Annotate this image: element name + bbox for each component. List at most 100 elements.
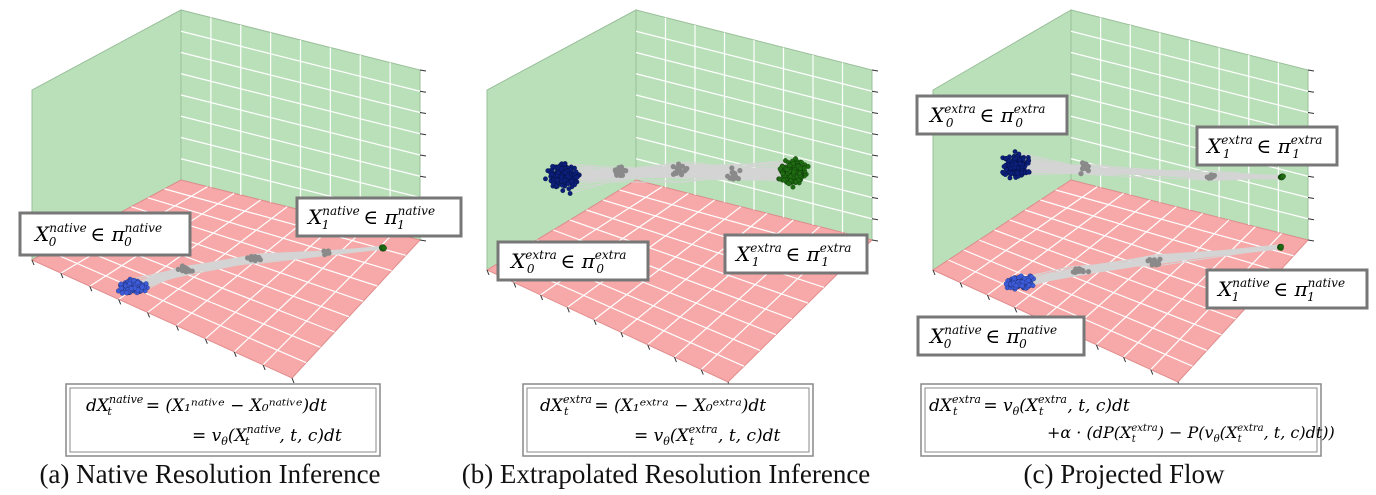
source-point [1001, 163, 1007, 170]
source-point [574, 174, 580, 180]
flow-line [577, 169, 800, 184]
source-point [554, 177, 560, 183]
target-point [790, 161, 796, 167]
gridline [262, 232, 394, 366]
target-point [784, 166, 790, 173]
tick [932, 269, 936, 276]
target-point [791, 169, 797, 175]
panel-c-scatter [1000, 149, 1287, 292]
gridline [994, 229, 1236, 320]
source-point [1020, 156, 1026, 162]
gridline [164, 188, 406, 256]
source-point [1026, 169, 1032, 175]
intermediate-point [1077, 268, 1084, 274]
source-point [135, 280, 141, 286]
target-point [786, 180, 792, 186]
source-point [1013, 161, 1019, 167]
target-point [381, 245, 388, 251]
gridline [963, 249, 1208, 351]
flow-line [1018, 248, 1280, 281]
panel-c-axes [931, 9, 1315, 388]
intermediate-point [183, 269, 189, 275]
intermediate-point [725, 173, 731, 179]
tick [233, 351, 237, 357]
gridline [204, 219, 341, 340]
source-point [565, 181, 571, 187]
target-point [780, 170, 786, 177]
intermediate-point [737, 167, 743, 174]
intermediate-point [678, 172, 685, 178]
tick [419, 69, 427, 72]
target-point [781, 177, 787, 183]
tick [513, 282, 517, 288]
source-point [119, 290, 125, 296]
tick [1123, 356, 1127, 363]
tick [175, 325, 179, 331]
caption-c: (c) Projected Flow [1024, 459, 1225, 489]
intermediate-point [256, 255, 262, 261]
flow-line [565, 163, 787, 181]
intermediate-point [735, 176, 742, 182]
source-point [1000, 169, 1006, 175]
tick [620, 332, 624, 338]
source-point [567, 190, 573, 197]
tick [31, 259, 35, 266]
panel-b-axes [485, 9, 879, 388]
gridline [1068, 212, 1204, 333]
intermediate-point [670, 164, 676, 170]
tick [986, 294, 990, 301]
gridline [635, 136, 873, 199]
caption-a: (a) Native Resolution Inference [39, 459, 380, 489]
target-point [805, 163, 811, 170]
source-point [1025, 160, 1031, 166]
source-point [545, 168, 551, 174]
tick [871, 154, 879, 157]
tick [118, 299, 122, 305]
gridline [593, 206, 742, 321]
tick [540, 294, 544, 301]
source-point [561, 161, 567, 167]
intermediate-point [673, 170, 680, 176]
tick [419, 90, 427, 93]
gridline [180, 115, 421, 177]
intermediate-point [612, 167, 618, 173]
target-point [1278, 243, 1285, 250]
source-point [566, 186, 572, 192]
intermediate-point [1149, 262, 1155, 268]
gridline [1070, 136, 1309, 199]
gridline [635, 94, 873, 156]
tick [1150, 369, 1154, 375]
tick [700, 369, 704, 375]
tick [419, 112, 427, 114]
target-point [799, 160, 805, 166]
tick [60, 272, 64, 279]
source-point [1017, 161, 1023, 167]
tick [1307, 239, 1315, 242]
source-point [131, 277, 137, 284]
gridline [620, 212, 768, 333]
intermediate-point [681, 168, 688, 174]
gridline [635, 115, 873, 177]
tick [419, 133, 427, 136]
tick [291, 377, 295, 384]
source-point [1025, 277, 1031, 284]
intermediate-point [1157, 256, 1163, 262]
caption-b: (b) Extrapolated Resolution Inference [462, 459, 871, 489]
source-point [127, 280, 133, 287]
gridline [180, 94, 421, 156]
